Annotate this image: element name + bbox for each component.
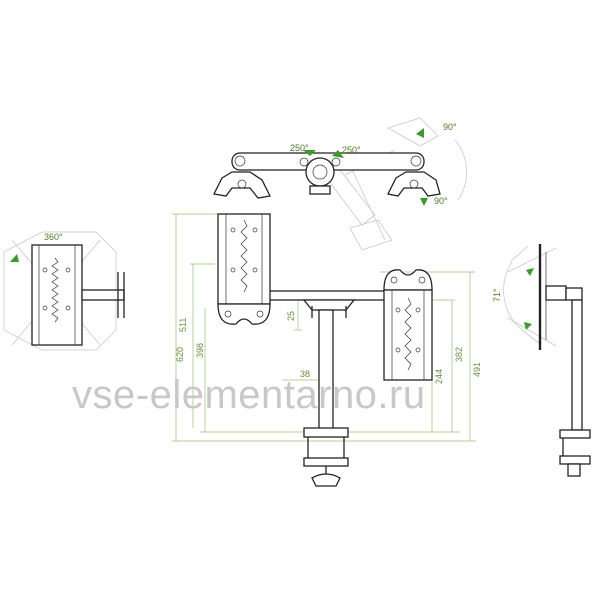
tilt-arrow-up-icon — [526, 268, 534, 276]
swing-arrow-left-icon — [303, 150, 316, 156]
dim-511: 511 — [178, 318, 188, 332]
dim-25: 25 — [286, 311, 296, 321]
watermark: vse-elementarno.ru — [72, 373, 426, 417]
dim-244: 244 — [434, 369, 444, 384]
tilt-arrow-down-side-icon — [524, 322, 532, 330]
swing-arrow-right-icon — [332, 150, 344, 158]
top-view-arm: 250° 250° 90° 90° — [213, 117, 467, 251]
angle-label-71: 71° — [492, 288, 502, 302]
front-view: 620 511 398 25 38 382 244 491 — [172, 213, 482, 487]
angle-label-90-bottom: 90° — [434, 196, 448, 206]
rotation-arrow-icon — [10, 254, 19, 262]
dim-398: 398 — [195, 343, 205, 358]
dim-620: 620 — [175, 347, 185, 362]
dim-382: 382 — [454, 347, 464, 362]
dim-38: 38 — [300, 369, 310, 379]
angle-label-90-top: 90° — [443, 122, 457, 132]
tilt-arrow-icon — [416, 128, 424, 138]
right-side-view: 71° — [492, 244, 591, 477]
angle-label-250-left: 250° — [290, 143, 309, 153]
angle-label-250-right: 250° — [342, 145, 361, 155]
left-side-view: 360° — [3, 231, 125, 351]
dim-491: 491 — [472, 362, 482, 377]
tilt-arrow-down-icon — [420, 198, 428, 206]
angle-label-360: 360° — [44, 232, 63, 242]
